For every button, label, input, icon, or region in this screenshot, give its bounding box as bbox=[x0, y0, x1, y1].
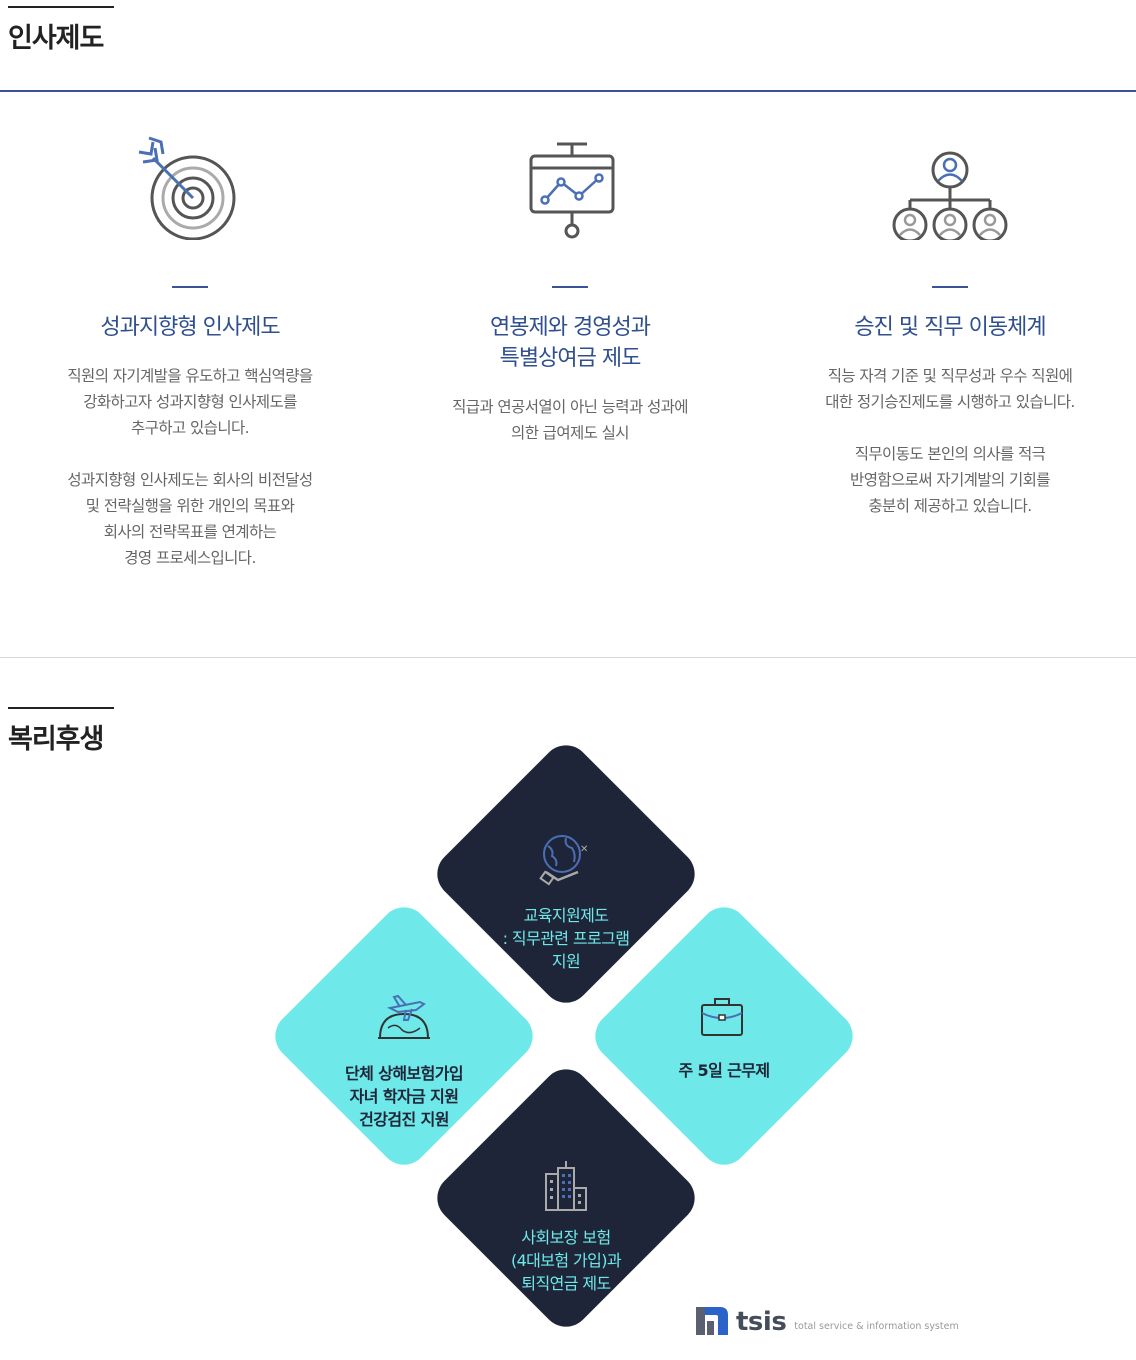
description-paragraph: 직무이동도 본인의 의사를 적극 반영함으로써 자기계발의 기회를 충분히 제공… bbox=[850, 445, 1051, 515]
welfare-diamond-social: 사회보장 보험 (4대보험 가입)과 퇴직연금 제도 bbox=[427, 1059, 705, 1337]
svg-text:✕: ✕ bbox=[580, 844, 588, 855]
section-title-bar bbox=[8, 6, 114, 8]
logo-tagline: total service & information system bbox=[794, 1321, 959, 1332]
title-dash bbox=[932, 286, 968, 288]
diamond-text: 사회보장 보험 (4대보험 가입)과 퇴직연금 제도 bbox=[510, 1227, 622, 1293]
column-description: 직원의 자기계발을 유도하고 핵심역량을 강화하고자 성과지향형 인사제도를 추… bbox=[0, 363, 380, 571]
hr-column-salary: 연봉제와 경영성과 특별상여금 제도 직급과 연공서열이 아닌 능력과 성과에 … bbox=[380, 130, 760, 446]
section-title-bar bbox=[8, 707, 114, 709]
target-icon bbox=[0, 130, 380, 248]
column-description: 직능 자격 기준 및 직무성과 우수 직원에 대한 정기승진제도를 시행하고 있… bbox=[760, 363, 1136, 519]
hr-column-promotion: 승진 및 직무 이동체계 직능 자격 기준 및 직무성과 우수 직원에 대한 정… bbox=[760, 130, 1136, 519]
column-title: 성과지향형 인사제도 bbox=[100, 315, 280, 340]
title-dash bbox=[172, 286, 208, 288]
section-title-welfare: 복리후생 bbox=[8, 724, 104, 755]
description-paragraph: 직원의 자기계발을 유도하고 핵심역량을 강화하고자 성과지향형 인사제도를 추… bbox=[67, 367, 313, 437]
column-title: 연봉제와 경영성과 특별상여금 제도 bbox=[490, 315, 651, 371]
section-divider bbox=[0, 90, 1136, 92]
description-paragraph: 직능 자격 기준 및 직무성과 우수 직원에 대한 정기승진제도를 시행하고 있… bbox=[825, 367, 1075, 411]
section-title-hr: 인사제도 bbox=[8, 23, 104, 54]
diamond-content: 사회보장 보험 (4대보험 가입)과 퇴직연금 제도 bbox=[428, 1060, 704, 1336]
welfare-diamond-education: ✕ 교육지원제도 : 직무관련 프로그램 지원 bbox=[427, 735, 705, 1013]
company-logo: tsis total service & information system bbox=[696, 1305, 959, 1335]
globe-hand-icon: ✕ bbox=[538, 832, 594, 892]
diamond-content: 단체 상해보험가입 자녀 학자금 지원 건강검진 지원 bbox=[266, 898, 542, 1174]
description-paragraph: 성과지향형 인사제도는 회사의 비전달성 및 전략실행을 위한 개인의 목표와 … bbox=[67, 471, 313, 567]
welfare-diamond-workweek: 주 5일 근무제 bbox=[585, 897, 863, 1175]
tsis-logo-icon bbox=[696, 1307, 728, 1335]
title-dash bbox=[552, 286, 588, 288]
hr-column-performance: 성과지향형 인사제도 직원의 자기계발을 유도하고 핵심역량을 강화하고자 성과… bbox=[0, 130, 380, 571]
plane-globe-icon bbox=[376, 992, 432, 1048]
hr-section-header: 인사제도 bbox=[8, 6, 114, 55]
logo-name: tsis bbox=[736, 1307, 787, 1337]
section-separator bbox=[0, 657, 1136, 658]
org-chart-icon bbox=[760, 130, 1136, 248]
diamond-text: 교육지원제도 : 직무관련 프로그램 지원 bbox=[502, 905, 630, 971]
diamond-content: 주 5일 근무제 bbox=[586, 898, 862, 1174]
welfare-diamond-insurance: 단체 상해보험가입 자녀 학자금 지원 건강검진 지원 bbox=[265, 897, 543, 1175]
column-title: 승진 및 직무 이동체계 bbox=[854, 315, 1046, 340]
welfare-section-header: 복리후생 bbox=[8, 707, 114, 756]
briefcase-icon bbox=[698, 995, 746, 1043]
presentation-chart-icon bbox=[380, 130, 760, 248]
buildings-icon bbox=[542, 1160, 590, 1216]
diamond-content: ✕ 교육지원제도 : 직무관련 프로그램 지원 bbox=[428, 736, 704, 1012]
column-description: 직급과 연공서열이 아닌 능력과 성과에 의한 급여제도 실시 bbox=[380, 394, 760, 446]
diamond-text: 단체 상해보험가입 자녀 학자금 지원 건강검진 지원 bbox=[345, 1063, 464, 1129]
description-paragraph: 직급과 연공서열이 아닌 능력과 성과에 의한 급여제도 실시 bbox=[452, 398, 688, 442]
diamond-text: 주 5일 근무제 bbox=[678, 1060, 770, 1080]
